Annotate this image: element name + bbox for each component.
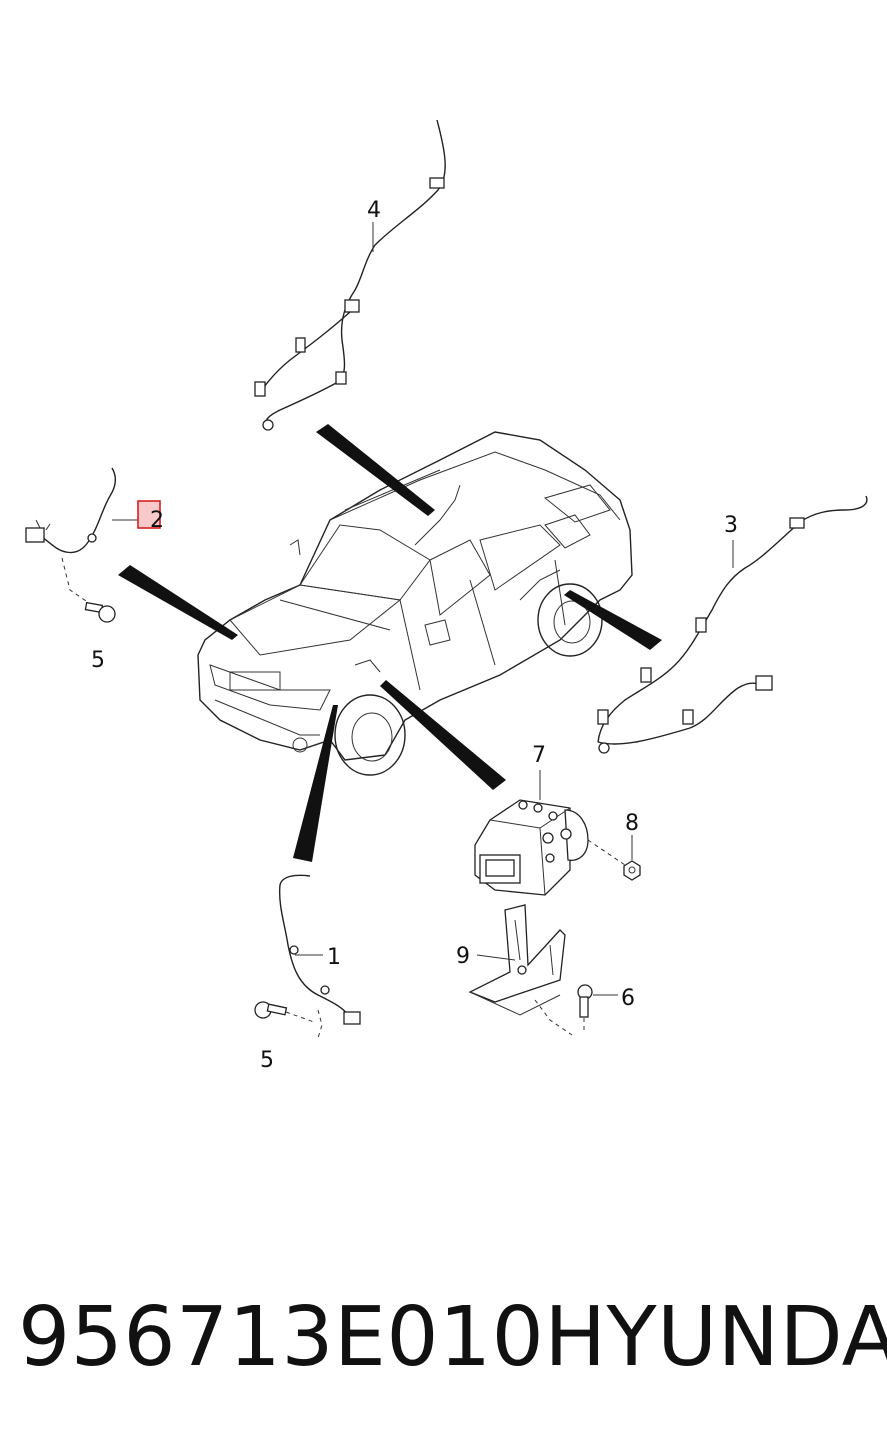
callout-9: 9 — [456, 944, 470, 969]
callout-6: 6 — [621, 986, 635, 1011]
part-9-bracket — [468, 904, 573, 1036]
part-8-nut — [623, 835, 641, 881]
part-number: 956713E010 — [18, 1290, 545, 1385]
pointer-wedges — [118, 424, 662, 862]
part-4-sensor-cable — [254, 119, 446, 431]
vehicle-outline — [197, 431, 633, 776]
brand-name: HYUNDAI — [544, 1290, 887, 1385]
wedge-to-part-3 — [564, 590, 662, 650]
part-3-sensor-cable — [597, 495, 868, 754]
highlight-box-part-2 — [137, 500, 161, 529]
callout-1: 1 — [327, 945, 341, 970]
callout-5-upper: 5 — [91, 648, 105, 673]
caption-bar: 956713E010 HYUNDAI — [18, 1290, 887, 1385]
part-2-wheel-speed-sensor — [25, 467, 140, 623]
wedge-to-part-2 — [118, 565, 238, 640]
callout-3: 3 — [724, 513, 738, 538]
callout-8: 8 — [625, 811, 639, 836]
part-7-abs-unit — [474, 770, 626, 896]
callout-4: 4 — [367, 198, 381, 223]
part-6-bolt — [577, 984, 618, 1034]
callout-5-lower: 5 — [260, 1048, 274, 1073]
callout-7: 7 — [532, 743, 546, 768]
wedge-to-part-1 — [293, 705, 338, 862]
wedge-to-part-7 — [380, 680, 506, 790]
wedge-to-part-4 — [316, 424, 435, 516]
part-1-wheel-speed-sensor — [254, 874, 361, 1039]
callout-2: 2 — [150, 508, 164, 533]
